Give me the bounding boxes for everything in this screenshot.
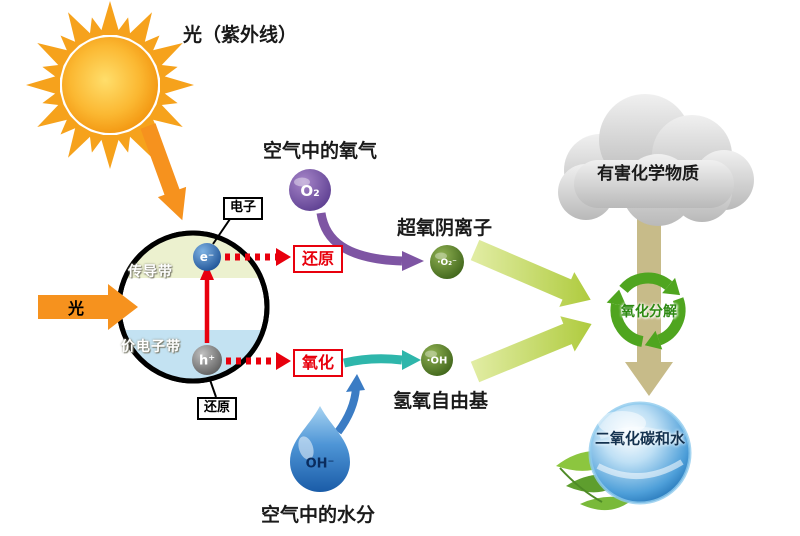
pollutant-label: 有害化学物质 [597, 164, 699, 184]
oxidation-dashed-arrow [226, 352, 291, 370]
hole-tag-box: 还原 [197, 397, 238, 420]
photocatalyst-particle [116, 230, 270, 384]
recycle-icon [598, 263, 684, 350]
oxygen-molecule-icon [289, 169, 331, 211]
reduction-dashed-arrow [225, 248, 291, 266]
electron-tag-box: 电子 [223, 197, 264, 220]
water-title: 空气中的水分 [261, 504, 376, 526]
electron-tag-connector [212, 218, 231, 245]
oxygen-title: 空气中的氧气 [263, 140, 378, 162]
hole-icon [192, 345, 222, 375]
water-to-oxidation-arrow [334, 374, 365, 435]
excitation-arrow [200, 264, 214, 343]
hydroxyl-radical-icon [421, 344, 453, 376]
reduction-box: 还原 [293, 245, 344, 273]
superoxide-title: 超氧阴离子 [397, 217, 493, 239]
superoxide-to-decomposition-arrow [470, 239, 591, 307]
products-label: 二氧化碳和水 [594, 429, 686, 448]
uv-beam-arrow [140, 123, 187, 221]
conduction-band-label: 传导带 [128, 264, 173, 280]
electron-icon [193, 243, 221, 271]
superoxide-radical-icon [430, 245, 464, 279]
oxygen-molecule-label: O₂ [300, 182, 320, 200]
decomposition-label: 氧化分解 [621, 304, 677, 320]
superoxide-radical-label: ·O₂⁻ [437, 258, 457, 268]
electron-symbol: e⁻ [199, 250, 215, 264]
uv-light-label: 光（紫外线） [183, 24, 298, 46]
hydroxide-ion-label: OH⁻ [305, 456, 335, 472]
oxidation-to-hydroxyl-arrow [342, 350, 421, 370]
light-beam-label: 光 [67, 299, 85, 318]
earth-globe-icon [588, 401, 692, 505]
pollutant-cloud-icon [558, 94, 754, 226]
valence-band-label: 价电子带 [121, 339, 181, 355]
light-beam-arrow [38, 284, 138, 330]
water-drop-icon [290, 406, 350, 492]
hole-symbol: h⁺ [198, 353, 216, 369]
hydroxyl-title: 氢氧自由基 [393, 390, 489, 412]
oxidation-box: 氧化 [293, 349, 344, 377]
decomposition-arrow [625, 195, 673, 396]
hydroxyl-radical-label: ·OH [426, 355, 448, 367]
hole-tag-connector [208, 376, 217, 398]
sun-icon [26, 1, 194, 169]
hydroxyl-to-decomposition-arrow [470, 316, 592, 383]
